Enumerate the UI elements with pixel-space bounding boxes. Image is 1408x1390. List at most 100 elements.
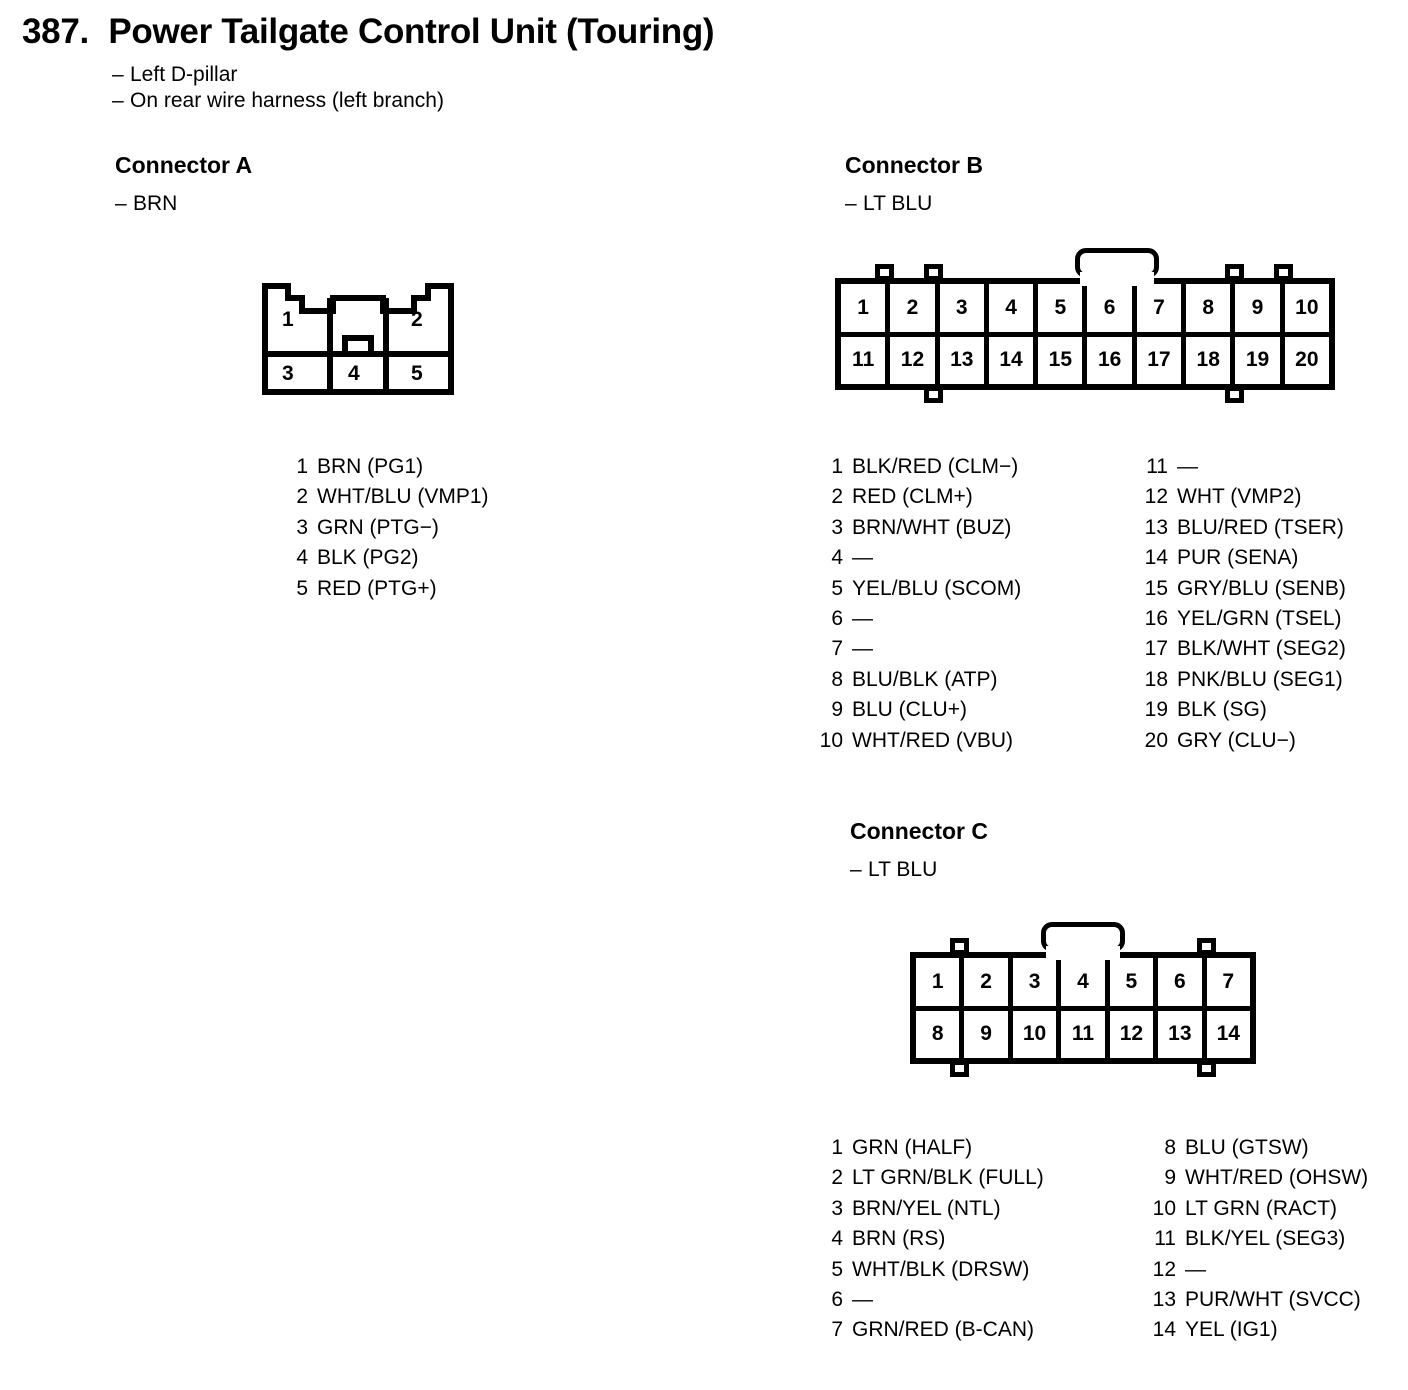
connector-b-diagram: 1 2 3 4 5 6 7 8 9 10 11 12 13 14 15 16 1… <box>835 248 1335 408</box>
pin-row: 5 YEL/BLU (SCOM) <box>813 574 1021 604</box>
connector-c-pin-cell: 4 <box>1061 958 1110 1006</box>
connector-c-grid: 1 2 3 4 5 6 7 8 9 10 11 12 13 14 <box>910 952 1256 1064</box>
pin-number: 7 <box>831 1318 843 1342</box>
pin-row: 13 PUR/WHT (SVCC) <box>1146 1285 1368 1315</box>
pin-number: 4 <box>831 1227 843 1251</box>
pin-row: 15 GRY/BLU (SENB) <box>1138 574 1346 604</box>
pin-number: 13 <box>1152 1288 1176 1312</box>
pin-label: BLK/YEL (SEG3) <box>1185 1227 1346 1251</box>
connector-b-pin-cell: 2 <box>890 284 940 332</box>
pin-row: 10 WHT/RED (VBU) <box>813 726 1021 756</box>
pin-number: 5 <box>831 576 843 600</box>
pin-label: — <box>1185 1257 1206 1281</box>
connector-b-pin-cell: 10 <box>1295 295 1319 319</box>
pin-row: 13 BLU/RED (TSER) <box>1138 513 1346 543</box>
connector-a-svg <box>262 283 454 395</box>
pin-number: 8 <box>1164 1136 1176 1159</box>
connector-b-grid: 1 2 3 4 5 6 7 8 9 10 11 12 13 14 15 16 1… <box>835 278 1335 390</box>
connector-b-pin-cell: 14 <box>989 336 1039 384</box>
connector-b-color-text: LT BLU <box>863 192 933 215</box>
connector-c-pin-cell: 2 <box>964 958 1013 1006</box>
connector-a-color: –BRN <box>115 192 177 216</box>
connector-b-pin-cell: 17 <box>1137 336 1187 384</box>
pin-label: WHT/BLK (DRSW) <box>852 1257 1030 1281</box>
pin-label: YEL (IG1) <box>1185 1318 1278 1342</box>
pin-row: 7 GRN/RED (B-CAN) <box>813 1315 1044 1345</box>
pin-number: 8 <box>831 667 843 691</box>
pin-row: 2 RED (CLM+) <box>813 482 1021 512</box>
pin-label: BLK/RED (CLM−) <box>852 455 1019 478</box>
connector-b-pin-cell: 18 <box>1186 336 1236 384</box>
pin-row: 3 BRN/YEL (NTL) <box>813 1194 1044 1224</box>
pin-row: 6 — <box>813 1285 1044 1315</box>
dash-bullet-icon: – <box>845 192 857 215</box>
connector-a-pin-cell: 1 <box>282 308 294 331</box>
pin-label: PNK/BLU (SEG1) <box>1177 667 1343 691</box>
pin-number: 16 <box>1144 607 1168 631</box>
connector-b-pin-cell: 13 <box>940 336 989 384</box>
pin-row: 12 — <box>1146 1255 1368 1285</box>
pin-row: 1 BRN (PG1) <box>278 452 489 482</box>
pin-row: 2 LT GRN/BLK (FULL) <box>813 1163 1043 1193</box>
pin-number: 14 <box>1152 1318 1176 1342</box>
pin-label: — <box>852 546 873 570</box>
pin-row: 10 LT GRN (RACT) <box>1146 1194 1368 1224</box>
pin-row: 7 — <box>813 634 1021 664</box>
connector-a-color-text: BRN <box>133 192 178 215</box>
connector-b-pin-cell: 9 <box>1235 284 1285 332</box>
connector-b-pin-cell: 5 <box>1038 284 1088 332</box>
pin-number: 5 <box>296 576 308 600</box>
page-title: 387. Power Tailgate Control Unit (Tourin… <box>22 12 715 52</box>
dash-bullet-icon: – <box>112 63 124 86</box>
pin-row: 18 PNK/BLU (SEG1) <box>1138 665 1346 695</box>
pin-row: 14 YEL (IG1) <box>1146 1315 1368 1345</box>
pin-number: 1 <box>296 455 308 478</box>
pin-number: 11 <box>1146 455 1168 478</box>
pin-row: 3 BRN/WHT (BUZ) <box>813 513 1021 543</box>
connector-c-pin-cell: 11 <box>1061 1010 1110 1058</box>
connector-a-latch-icon <box>342 335 374 354</box>
connector-c-pin-cell: 10 <box>1013 1010 1062 1058</box>
connector-c-pin-cell: 9 <box>964 1010 1013 1058</box>
pin-row: 14 PUR (SENA) <box>1138 543 1346 573</box>
connector-a-pin-cell: 5 <box>411 362 423 385</box>
pin-row: 2 WHT/BLU (VMP1) <box>278 482 488 512</box>
pin-label: WHT/RED (VBU) <box>852 728 1013 752</box>
pin-number: 18 <box>1144 667 1168 691</box>
page-title-text: Power Tailgate Control Unit (Touring) <box>108 12 715 51</box>
connector-c-pin-cell: 3 <box>1013 958 1062 1006</box>
pin-number: 1 <box>831 455 843 478</box>
location-note: –Left D-pillar <box>112 62 444 88</box>
pin-label: BLU/BLK (ATP) <box>852 667 998 691</box>
pin-label: BLU (GTSW) <box>1185 1136 1309 1159</box>
connector-b-pin-cell: 11 <box>841 336 891 384</box>
connector-c-pin-cell: 7 <box>1222 969 1235 993</box>
pin-row: 20 GRY (CLU−) <box>1138 726 1346 756</box>
connector-a-pin-list: 1 BRN (PG1) 2 WHT/BLU (VMP1) 3 GRN (PTG−… <box>278 452 489 604</box>
pin-label: GRY/BLU (SENB) <box>1177 576 1346 600</box>
pin-number: 2 <box>831 485 843 509</box>
pin-row: 19 BLK (SG) <box>1138 695 1346 725</box>
pin-label: RED (CLM+) <box>852 485 973 509</box>
pin-number: 20 <box>1144 728 1168 752</box>
connector-a-pin-cell: 2 <box>411 308 423 331</box>
pin-row: 1 BLK/RED (CLM−) <box>813 452 1021 482</box>
connector-b-pin-cell: 8 <box>1186 284 1236 332</box>
connector-b-latch-stem <box>1080 272 1154 286</box>
connector-b-color: –LT BLU <box>845 192 932 216</box>
pin-label: BRN/WHT (BUZ) <box>852 515 1012 539</box>
pin-number: 15 <box>1144 576 1168 600</box>
connector-c-pin-cell: 1 <box>916 958 965 1006</box>
connector-b-pin-cell: 7 <box>1137 284 1187 332</box>
pin-number: 6 <box>831 607 843 631</box>
pin-number: 17 <box>1144 637 1168 661</box>
location-note-text: Left D-pillar <box>130 63 238 86</box>
pin-number: 10 <box>819 728 843 752</box>
connector-b-pin-cell: 6 <box>1087 284 1137 332</box>
pin-label: GRN/RED (B-CAN) <box>852 1318 1034 1342</box>
connector-c-pin-cell: 5 <box>1110 958 1159 1006</box>
connector-b-heading: Connector B <box>845 152 983 178</box>
pin-number: 14 <box>1144 546 1168 570</box>
pin-row: 4 BRN (RS) <box>813 1224 1044 1254</box>
pin-row: 17 BLK/WHT (SEG2) <box>1138 634 1346 664</box>
